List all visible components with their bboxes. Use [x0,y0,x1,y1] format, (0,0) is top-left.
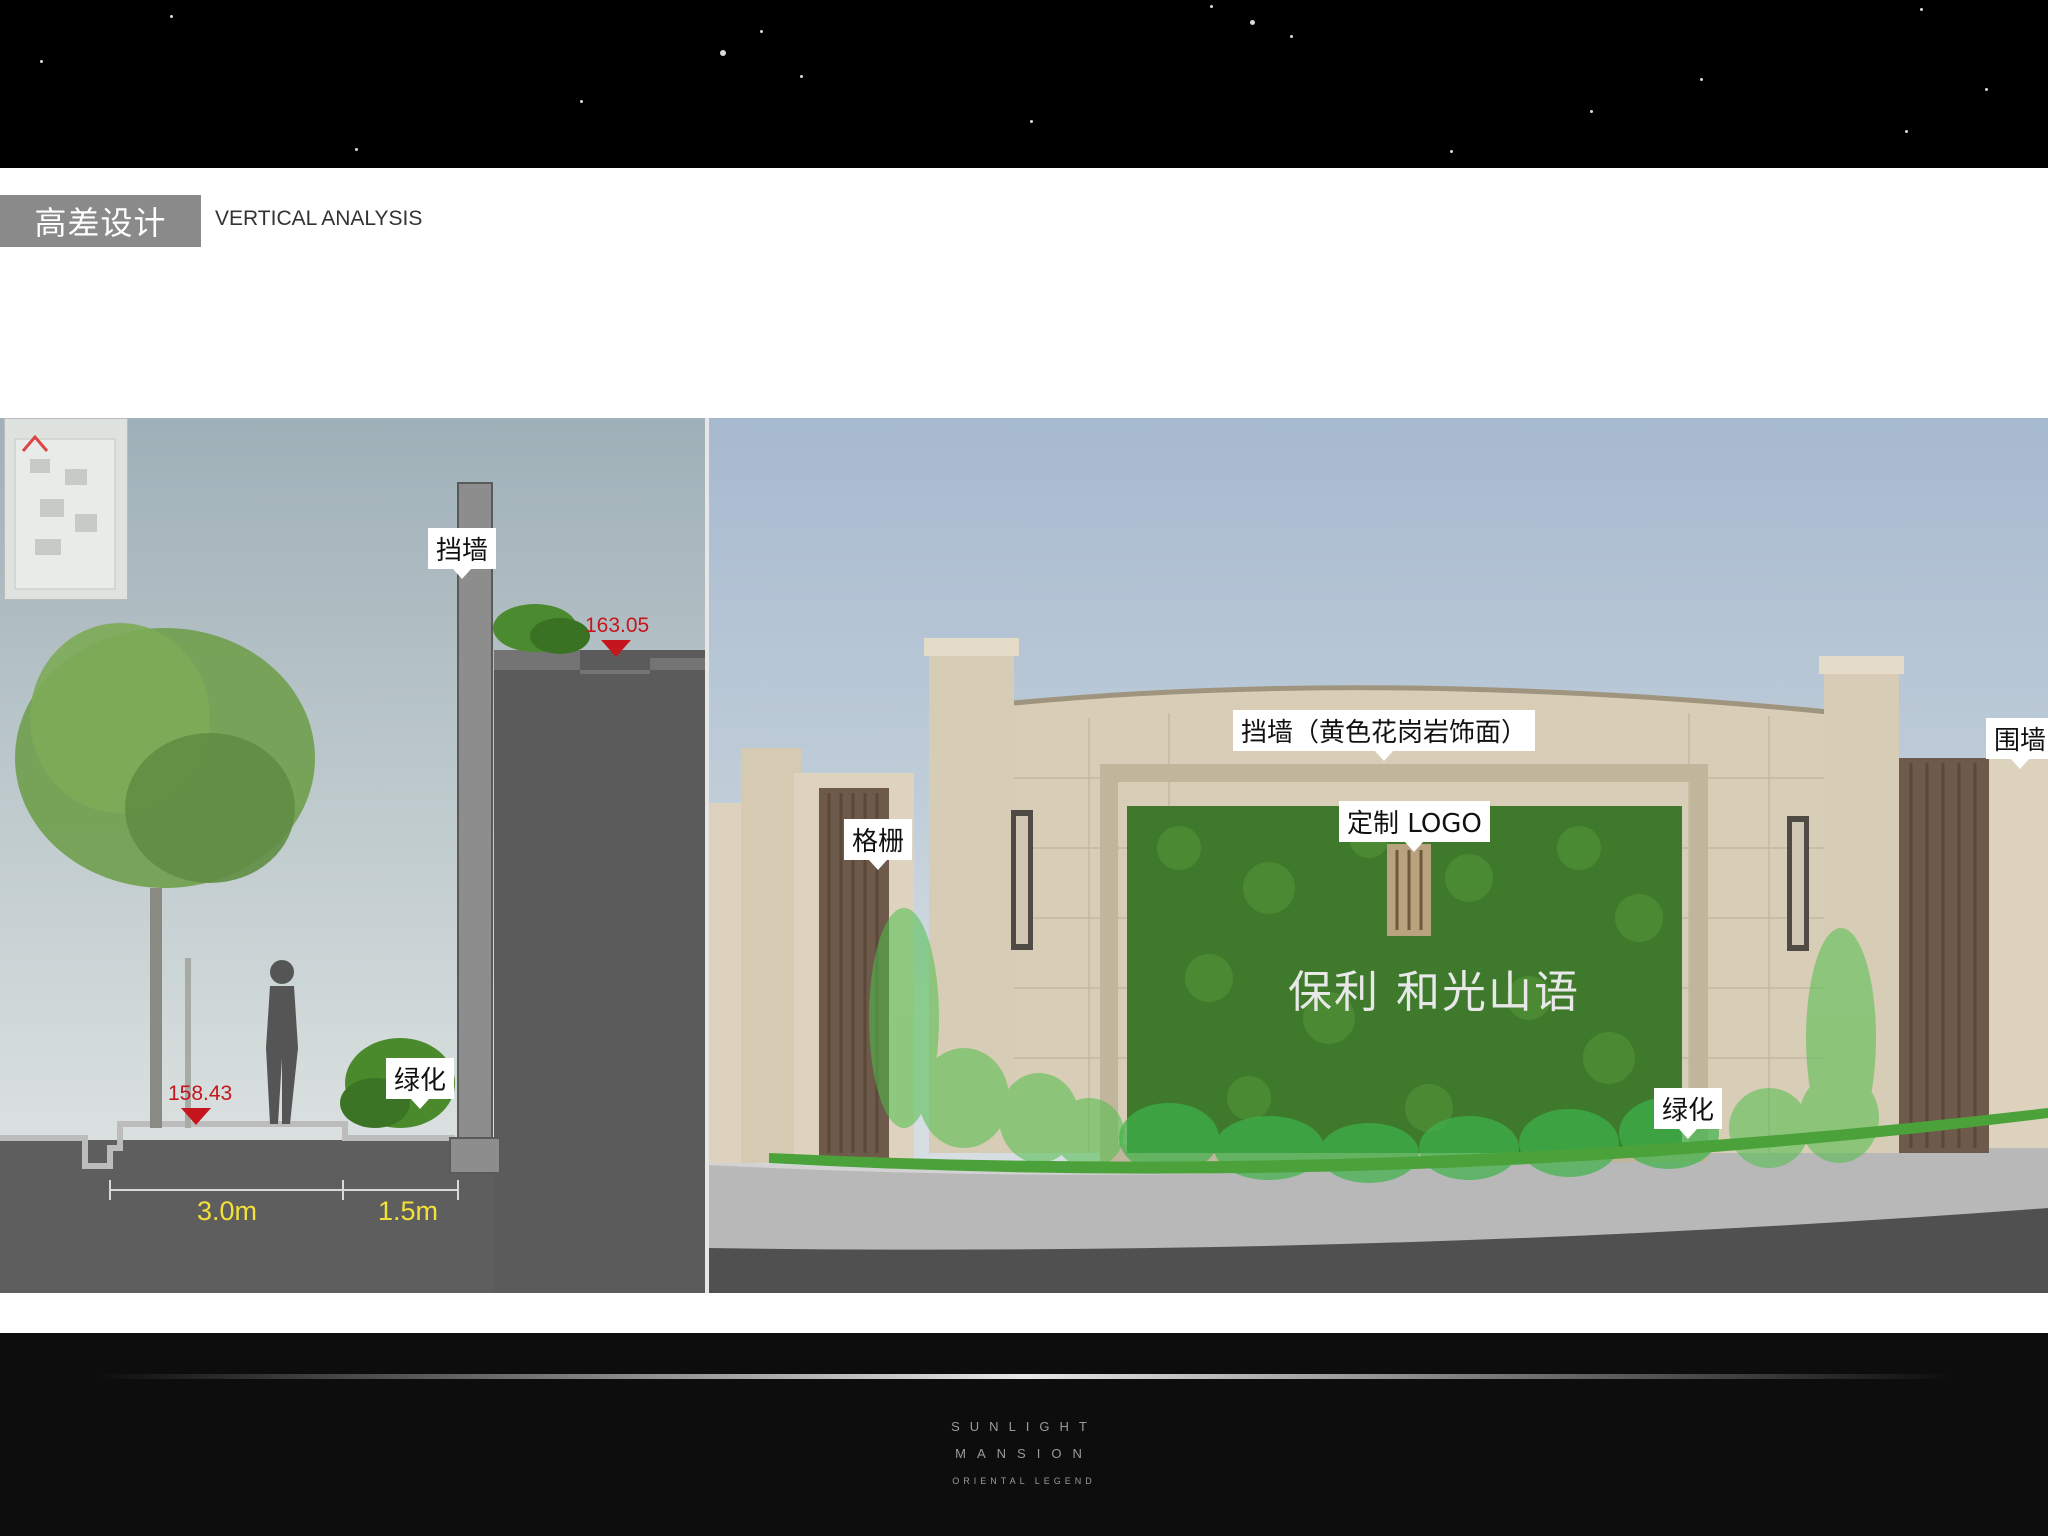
elevation-low: 158.43 [168,1082,233,1105]
starfield-banner [0,0,2048,168]
label-greening-section: 绿化 [386,1058,455,1109]
elevation-high-marker [601,640,631,657]
section-illustration [0,482,706,1293]
label-fence: 围墙 [1986,718,2048,769]
label-greening-elevation: 绿化 [1654,1088,1723,1139]
brand-line-2: MANSION [955,1446,1093,1461]
glow-divider [95,1374,1953,1379]
label-custom-logo: 定制 LOGO [1339,801,1490,852]
elevation-low-marker [181,1108,211,1125]
dimension-planting: 1.5m [378,1196,439,1226]
section-header: 高差设计 VERTICAL ANALYSIS [0,195,2048,247]
project-sign-text: 保利 和光山语 [1288,967,1580,1018]
label-retaining-wall: 挡墙 [428,528,497,579]
elevation-rendering: 保利 和光山语 挡墙（黄色花岗岩饰面） 定制 LOGO 格栅 围墙 绿化 [709,418,2048,1293]
label-wall-facing: 挡墙（黄色花岗岩饰面） [1233,710,1536,761]
dimension-walkway: 3.0m [197,1196,258,1226]
page-subtitle: VERTICAL ANALYSIS [215,207,423,230]
entrance-wall-illustration [709,638,2048,1293]
brand-line-1: SUNLIGHT [951,1419,1097,1434]
elevation-high: 163.05 [585,614,650,637]
footer-band: SUNLIGHT MANSION ORIENTAL LEGEND [0,1333,2048,1536]
brand-line-3: ORIENTAL LEGEND [952,1476,1096,1486]
page-title: 高差设计 [0,195,201,247]
panel-divider [705,418,709,1293]
section-drawing: 挡墙 绿化 158.43 163.05 3.0m 1.5m [0,418,706,1293]
key-plan-thumbnail [4,418,128,600]
label-grille: 格栅 [844,819,913,870]
